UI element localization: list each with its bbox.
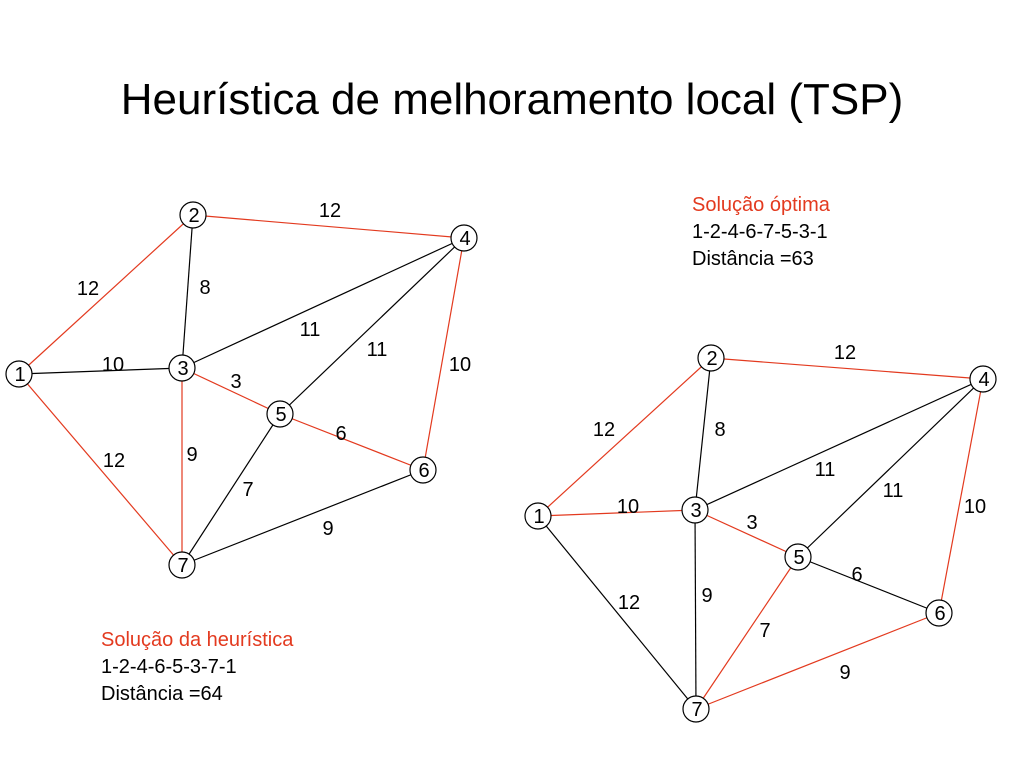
node-circle-5 [266,400,294,428]
edge-weight-label: 8 [714,419,725,441]
edge-weight-label: 10 [617,496,639,518]
edge-2-4 [710,357,984,380]
node-circle-3 [168,354,196,382]
node-label-2: 2 [706,348,717,370]
optimal-distance: Distância =63 [692,248,814,270]
node-circle-6 [925,599,953,627]
node-label-2: 2 [188,205,199,227]
edge-weight-label: 3 [230,371,241,393]
edge-weight-label: 7 [242,479,253,501]
node-circle-7 [682,695,710,723]
edge-3-7 [694,509,697,710]
node-label-4: 4 [978,369,989,391]
edge-weight-label: 12 [103,450,125,472]
node-label-5: 5 [275,404,286,426]
edge-1-7 [537,515,697,710]
edge-3-5 [694,509,799,558]
edge-weight-label: 9 [186,444,197,466]
edge-weight-label: 8 [199,277,210,299]
edge-3-5 [181,367,281,415]
edge-5-7 [695,556,799,710]
edge-4-6 [938,378,984,614]
optimal-solution-caption: Solução óptima 1-2-4-6-7-5-3-1 Distância… [692,192,830,273]
edge-3-4 [694,378,984,511]
edge-4-6 [422,237,465,471]
optimal-heading: Solução óptima [692,194,830,216]
node-circle-1 [5,360,33,388]
edge-2-3 [181,214,194,369]
edge-2-3 [694,357,712,511]
edge-weight-label: 9 [322,518,333,540]
edge-weight-label: 11 [300,319,321,341]
edge-1-2 [18,214,194,375]
edge-1-2 [537,357,712,517]
edge-3-4 [181,237,465,369]
edge-weight-label: 10 [449,354,471,376]
edge-weight-label: 9 [839,662,850,684]
edge-weight-label: 10 [964,496,986,518]
edge-weight-label: 11 [815,459,836,481]
edge-5-6 [797,556,940,614]
edge-weight-label: 12 [77,278,99,300]
node-circle-1 [524,502,552,530]
edge-1-3 [18,367,183,375]
edge-weight-label: 11 [883,480,904,502]
node-label-5: 5 [793,547,804,569]
edge-weight-label: 11 [367,339,388,361]
node-label-1: 1 [533,506,544,528]
edge-weight-label: 6 [851,564,862,586]
edge-weight-label: 12 [834,342,856,364]
heuristic-distance: Distância =64 [101,683,223,705]
heuristic-solution-caption: Solução da heurística 1-2-4-6-5-3-7-1 Di… [101,627,293,708]
edge-weight-label: 12 [319,200,341,222]
node-circle-3 [681,496,709,524]
edge-weight-label: 3 [746,512,757,534]
edge-5-7 [181,413,281,566]
edge-2-4 [192,214,465,239]
node-label-6: 6 [418,460,429,482]
edge-weight-label: 12 [618,592,640,614]
node-circle-5 [784,543,812,571]
node-circle-4 [969,365,997,393]
edge-5-6 [279,413,424,471]
node-circle-6 [409,456,437,484]
node-circle-2 [697,344,725,372]
edge-weight-label: 12 [593,419,615,441]
edge-1-7 [18,373,183,566]
heuristic-heading: Solução da heurística [101,629,294,651]
node-label-4: 4 [459,228,470,250]
node-label-1: 1 [14,364,25,386]
node-circle-4 [450,224,478,252]
node-label-7: 7 [691,699,702,721]
optimal-tour: 1-2-4-6-7-5-3-1 [692,221,828,243]
edge-4-5 [797,378,984,558]
slide-title: Heurística de melhoramento local (TSP) [120,75,904,124]
node-circle-7 [168,551,196,579]
node-label-3: 3 [690,500,701,522]
edge-weight-label: 7 [759,620,770,642]
edge-4-5 [279,237,465,415]
edge-6-7 [695,612,940,710]
edge-weight-label: 6 [335,423,346,445]
heuristic-tour: 1-2-4-6-5-3-7-1 [101,656,237,678]
node-label-7: 7 [177,555,188,577]
node-label-6: 6 [934,603,945,625]
edge-6-7 [181,469,424,566]
node-label-3: 3 [177,358,188,380]
edge-weight-label: 9 [701,585,712,607]
edge-1-3 [537,509,696,517]
node-circle-2 [179,201,207,229]
edge-weight-label: 10 [102,354,124,376]
